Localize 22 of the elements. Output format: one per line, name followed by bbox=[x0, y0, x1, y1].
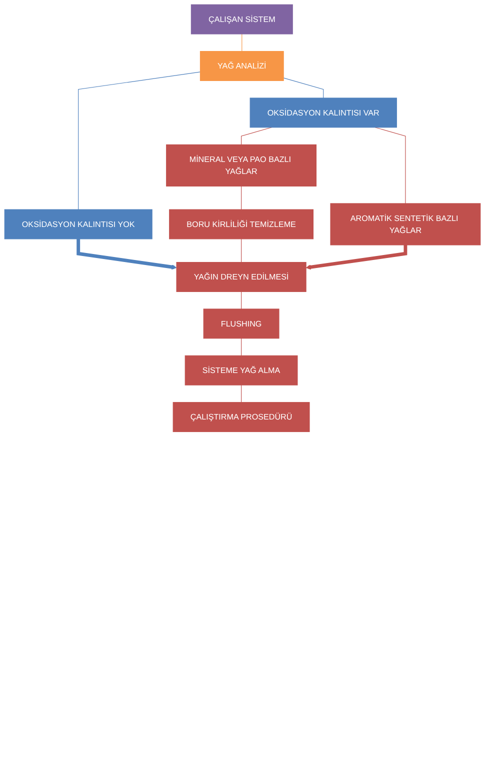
node-box: OKSİDASYON KALINTISI YOK bbox=[4, 209, 152, 240]
node-box: BORU KİRLİLİĞİ TEMİZLEME bbox=[169, 209, 314, 240]
connector bbox=[241, 127, 272, 145]
node-box: SİSTEME YAĞ ALMA bbox=[184, 355, 298, 386]
node-box: FLUSHING bbox=[203, 308, 280, 339]
node-box: AROMATİK SENTETİK BAZLI YAĞLAR bbox=[330, 203, 481, 246]
node-box: ÇALIŞAN SİSTEM bbox=[190, 4, 293, 34]
connector bbox=[283, 78, 324, 98]
connector bbox=[241, 186, 242, 210]
connector bbox=[78, 72, 201, 210]
connector bbox=[241, 291, 242, 310]
node-box: OKSİDASYON KALINTISI VAR bbox=[250, 98, 397, 128]
connector bbox=[241, 384, 242, 403]
connector bbox=[241, 238, 242, 263]
connector bbox=[374, 127, 406, 204]
node-box: ÇALIŞTIRMA PROSEDÜRÜ bbox=[172, 402, 310, 432]
node-box: YAĞ ANALİZİ bbox=[200, 51, 284, 81]
connector bbox=[241, 338, 242, 356]
arrow bbox=[76, 238, 177, 270]
node-box: YAĞIN DREYN EDİLMESİ bbox=[176, 262, 306, 292]
node-box: MİNERAL VEYA PAO BAZLI YAĞLAR bbox=[166, 144, 317, 186]
arrow bbox=[306, 244, 408, 270]
